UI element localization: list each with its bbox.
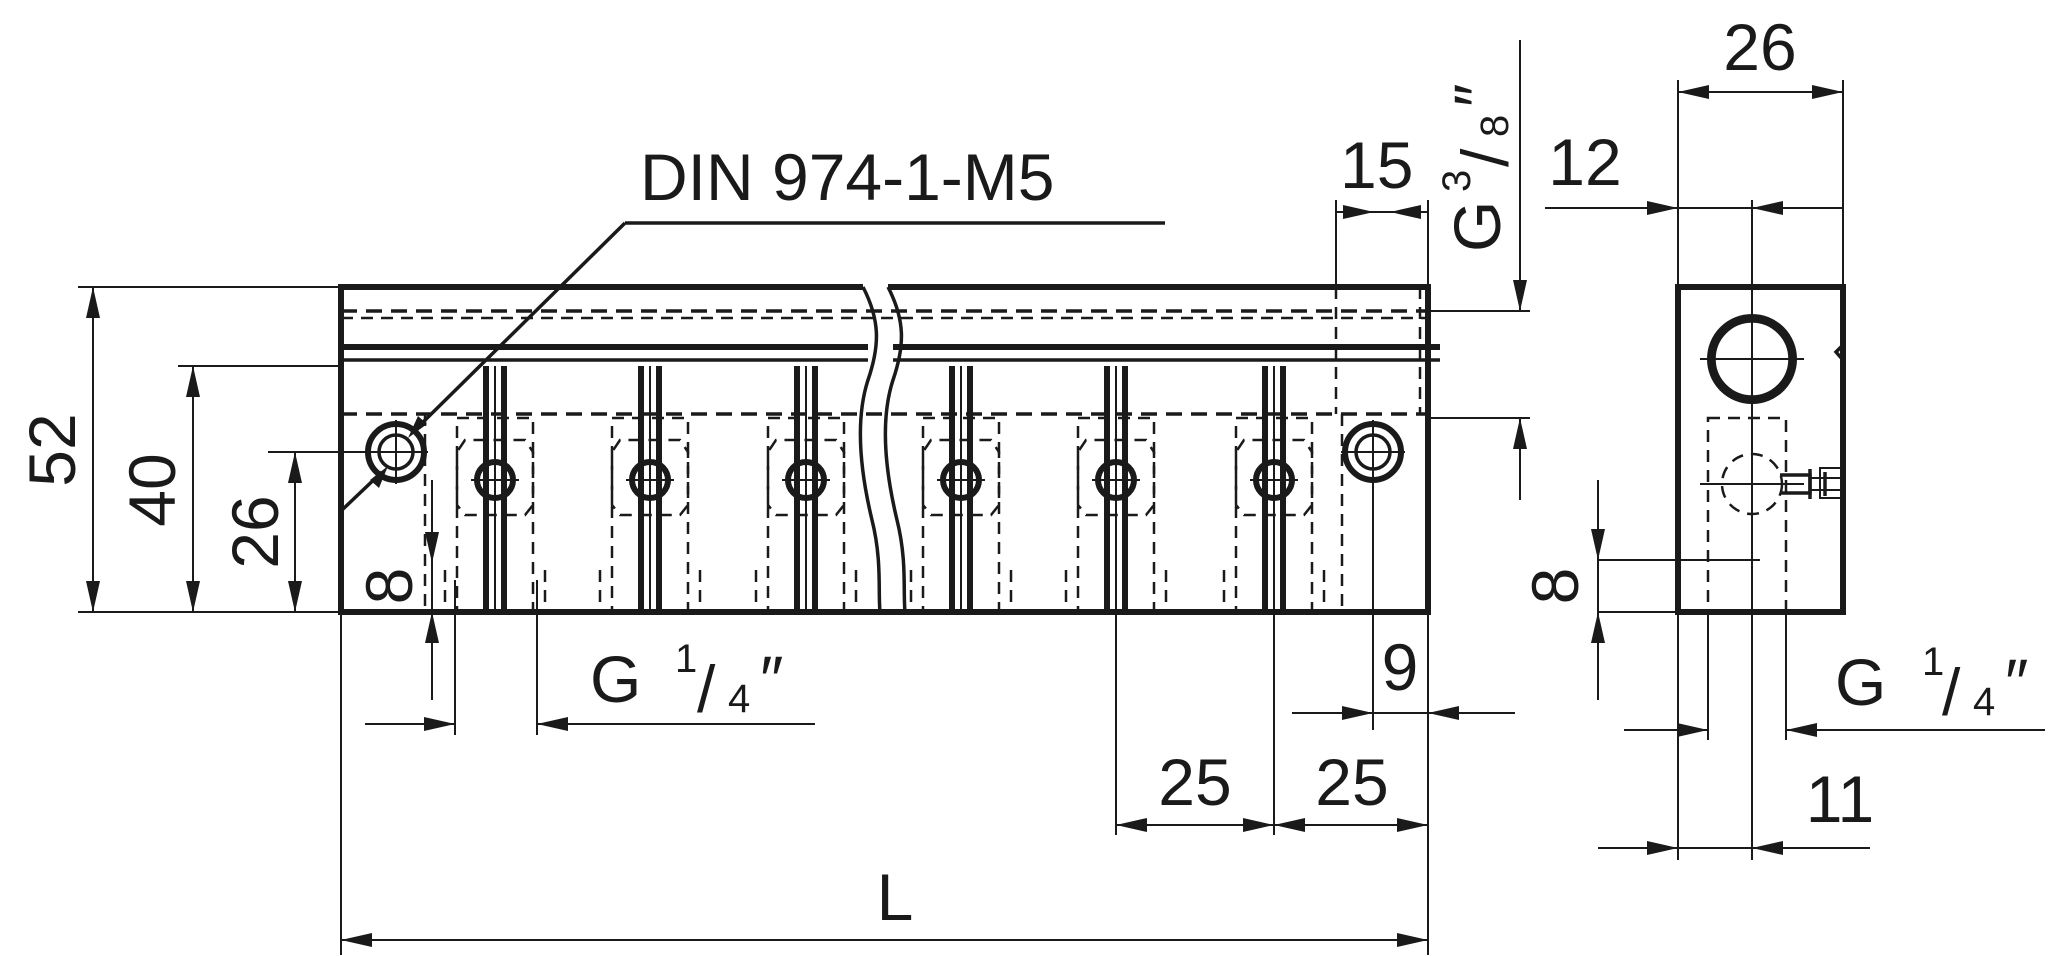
main-thread-den: 8 [1473,115,1517,137]
outlet-thread-num: 1 [675,637,697,681]
outlet-port [1064,366,1168,614]
side-thread-den: 4 [1973,680,1995,724]
dim-8-front: 8 [352,568,426,605]
side-thread-num: 1 [1922,640,1944,684]
dim-25-a: 25 [1158,745,1231,819]
dim-25-b: 25 [1315,745,1388,819]
left-dimensions: 52 40 26 8 [15,286,439,700]
outlet-thread-g: G [590,642,641,716]
front-view [338,284,1440,615]
dim-15: 15 [1340,128,1413,202]
mounting-hole-right [1341,420,1405,484]
main-thread-slash: / [1448,148,1522,167]
dim-11: 11 [1806,762,1875,836]
dim-12: 12 [1548,125,1621,199]
side-thread-slash: / [1942,655,1961,729]
dim-26-front: 26 [218,495,292,568]
outlet-thread-den: 4 [728,677,750,721]
din-annotation: DIN 974-1-M5 [340,140,1165,512]
outlet-thread-unit: ″ [760,642,783,716]
side-thread-g: G [1835,645,1886,719]
dim-52: 52 [15,413,89,486]
dim-8-side: 8 [1518,568,1592,605]
outlet-port [1222,366,1326,614]
side-outlet-hidden [1706,416,1788,614]
main-thread-g: G [1440,201,1514,252]
outlet-thread-callout: G 1 / 4 ″ [365,580,815,735]
side-view [1675,200,1846,650]
main-thread-unit: ″ [1440,84,1514,107]
dim-9: 9 [1382,630,1419,704]
dim-40: 40 [115,453,189,526]
outlet-ports [443,366,1326,614]
side-dimensions: 26 12 8 G 1 / 4 ″ 11 [1518,10,2045,860]
break-line-left [858,286,882,613]
top-right-dimensions: 15 G 3 / 8 ″ [1335,40,1530,500]
side-thread-unit: ″ [2005,645,2028,719]
main-thread-num: 3 [1435,170,1479,192]
outlet-port [754,366,858,614]
dim-26-side: 26 [1723,10,1796,84]
bottom-dimensions: L 25 25 9 [340,480,1515,955]
din-label: DIN 974-1-M5 [640,140,1054,214]
side-body [1675,284,1846,615]
manifold-body-right [888,284,1431,615]
dim-length: L [877,860,914,934]
outlet-thread-slash: / [697,652,716,726]
mounting-hole-left [364,420,428,484]
outlet-port [909,366,1013,614]
break-line-right [883,286,907,613]
outlet-port [598,366,702,614]
outlet-port [443,366,547,614]
